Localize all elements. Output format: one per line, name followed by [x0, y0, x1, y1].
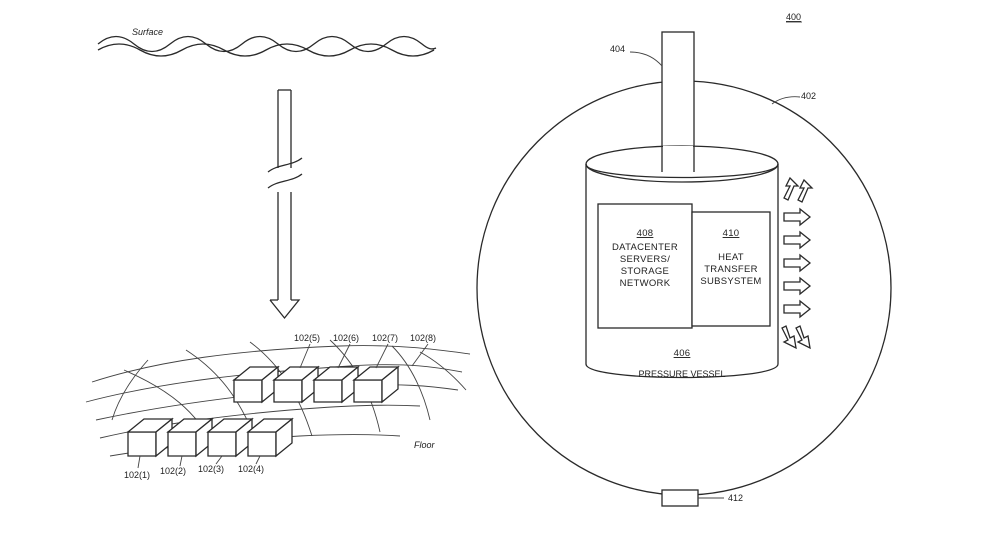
heat-line-2: TRANSFER: [704, 264, 758, 275]
servers-line-4: NETWORK: [620, 278, 671, 289]
pressure-vessel-figure: 400 412 402 404 408 DATACENTER: [476, 12, 892, 507]
heat-flow-arrows: [781, 176, 814, 350]
underwater-deployment-figure: Surface Floor: [85, 27, 471, 480]
label-102-7: 102(7): [372, 333, 398, 343]
surface-waves: [97, 35, 437, 57]
surface-label: Surface: [132, 27, 163, 37]
servers-line-1: DATACENTER: [612, 242, 678, 253]
heat-transfer-box: 410 HEAT TRANSFER SUBSYSTEM: [691, 211, 771, 327]
figure-number: 400: [786, 12, 801, 22]
vessel-label: PRESSURE VESSEL: [638, 369, 725, 379]
ref-412: 412: [728, 493, 743, 503]
label-102-8: 102(8): [410, 333, 436, 343]
servers-line-3: STORAGE: [621, 266, 669, 277]
floor-label: Floor: [414, 440, 436, 450]
label-102-4: 102(4): [238, 464, 264, 474]
ref-404: 404: [610, 44, 625, 54]
depth-arrow: [267, 89, 303, 320]
label-102-5: 102(5): [294, 333, 320, 343]
ref-408: 408: [637, 228, 654, 239]
heat-line-1: HEAT: [718, 252, 744, 263]
module-102-5: [232, 365, 280, 404]
servers-box: 408 DATACENTER SERVERS/ STORAGE NETWORK: [597, 203, 693, 329]
front-row-modules: 102(1) 102(2) 102(3) 102(4): [124, 417, 294, 480]
servers-line-2: SERVERS/: [620, 254, 670, 265]
module-102-4: [246, 417, 294, 458]
ref-406: 406: [674, 348, 691, 359]
label-102-2: 102(2): [160, 466, 186, 476]
module-102-7: [312, 365, 360, 404]
label-102-6: 102(6): [333, 333, 359, 343]
module-102-8: [352, 365, 400, 404]
heat-line-3: SUBSYSTEM: [700, 276, 761, 287]
module-102-1: [126, 417, 174, 458]
ref-402: 402: [801, 91, 816, 101]
module-102-3: [206, 417, 254, 458]
bottom-port: [661, 489, 699, 507]
ref-410: 410: [723, 228, 740, 239]
back-row-modules: 102(5) 102(6) 102(7) 102(8): [232, 333, 436, 404]
label-102-3: 102(3): [198, 464, 224, 474]
label-102-1: 102(1): [124, 470, 150, 480]
module-102-2: [166, 417, 214, 458]
